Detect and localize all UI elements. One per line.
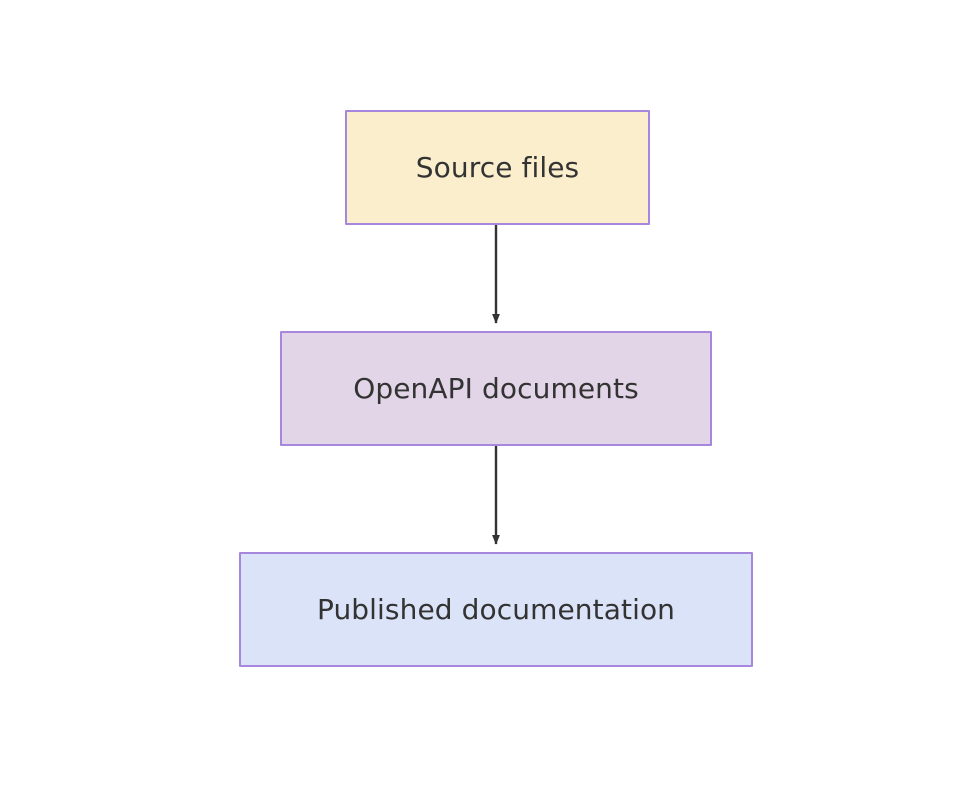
node-published-documentation[interactable]: Published documentation (239, 552, 753, 667)
node-source-files-label: Source files (415, 150, 580, 184)
node-openapi-documents[interactable]: OpenAPI documents (280, 331, 712, 446)
node-published-documentation-label: Published documentation (316, 592, 676, 626)
node-source-files[interactable]: Source files (345, 110, 650, 225)
node-openapi-documents-label: OpenAPI documents (353, 371, 639, 405)
